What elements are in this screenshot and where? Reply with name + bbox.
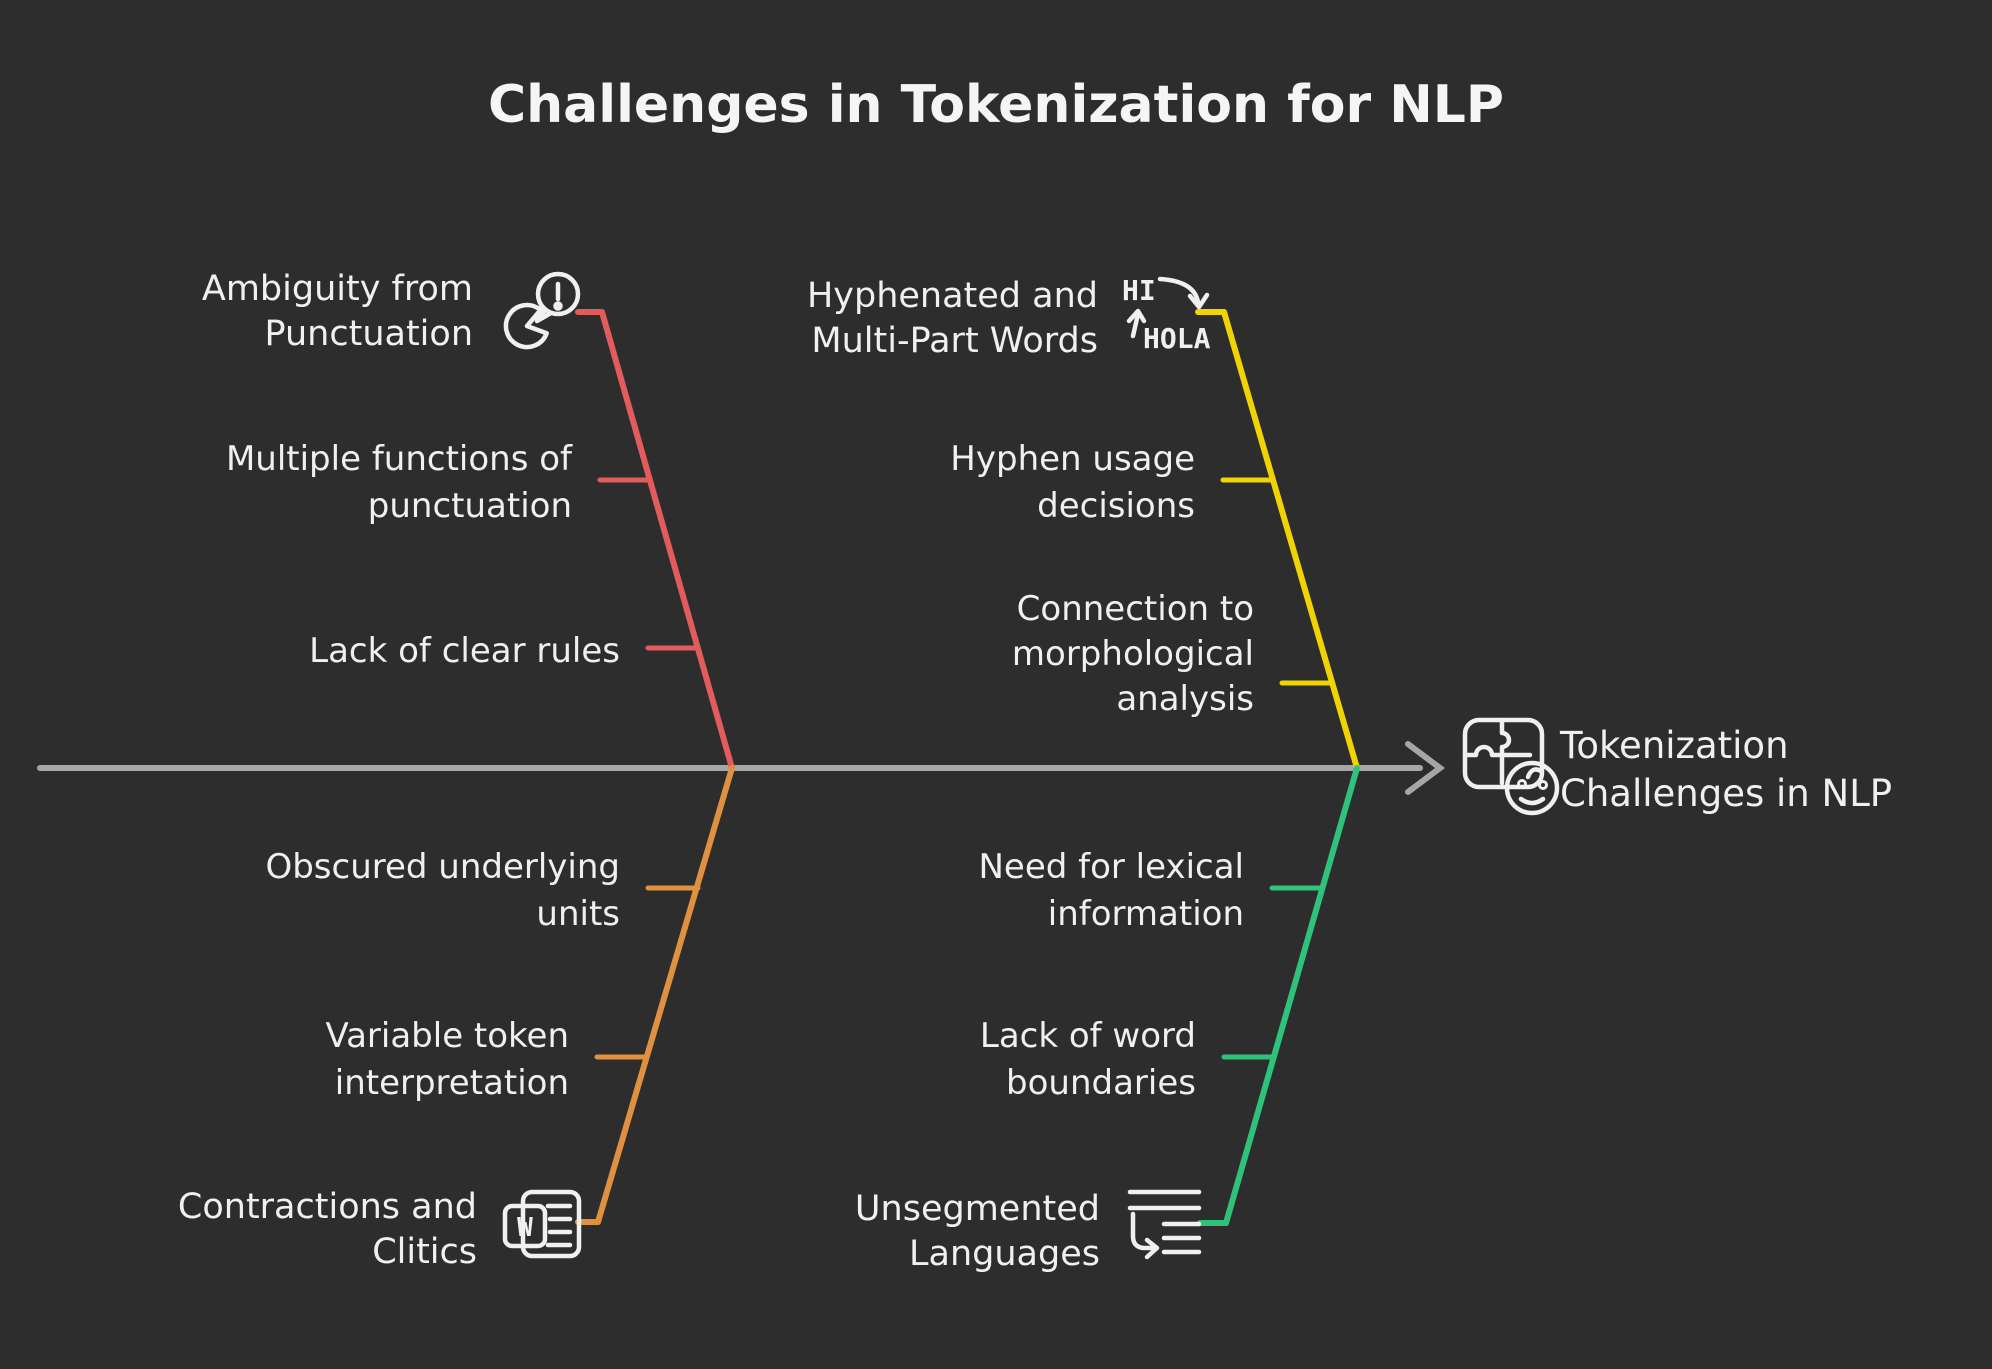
- punctuation-alert-icon: [503, 271, 581, 350]
- branch-item-label-line: Obscured underlying: [265, 847, 620, 887]
- word-document-icon: W: [502, 1189, 582, 1259]
- branch-line: [1197, 765, 1360, 1226]
- branch-unsegmented-languages: Unsegmented Languages Need for lexical i…: [855, 765, 1360, 1274]
- branch-item-label-line: Variable token: [325, 1016, 569, 1056]
- branch-item-label-line: Lack of word: [980, 1016, 1196, 1056]
- branch-item-label-line: interpretation: [335, 1063, 569, 1103]
- branch-item-label-line: Connection to: [1017, 589, 1254, 629]
- effect-label-line: Challenges in NLP: [1560, 772, 1892, 815]
- branch-item-label-line: information: [1048, 894, 1244, 934]
- branch-ambiguity-from-punctuation: Ambiguity from Punctuation Multiple func…: [202, 269, 735, 771]
- branch-head-label-line: Languages: [909, 1234, 1100, 1274]
- branch-item-label-line: Need for lexical: [978, 847, 1244, 887]
- effect-node: Tokenization Challenges in NLP: [1462, 717, 1892, 816]
- wrap-text-icon: [1127, 1189, 1202, 1260]
- hi-hola-translation-icon: HI HOLA: [1122, 274, 1211, 355]
- branch-item-label-line: Hyphen usage: [950, 439, 1195, 479]
- branch-item-label-line: units: [536, 894, 620, 934]
- effect-label-line: Tokenization: [1559, 724, 1789, 767]
- branch-head-label-line: Hyphenated and: [807, 276, 1098, 316]
- branch-head-label-line: Multi-Part Words: [811, 321, 1098, 361]
- w-icon-text: W: [517, 1213, 533, 1243]
- branch-item-label-line: decisions: [1037, 486, 1195, 526]
- branch-head-label-line: Punctuation: [265, 314, 474, 354]
- branch-contractions-and-clitics: Contractions and Clitics Obscured underl…: [178, 765, 735, 1272]
- branch-item-label-line: Lack of clear rules: [309, 631, 620, 671]
- hi-icon-text: HI: [1122, 274, 1156, 307]
- branch-line: [575, 765, 735, 1225]
- branch-item-label-line: analysis: [1116, 679, 1254, 719]
- branch-head-label-line: Clitics: [372, 1232, 477, 1272]
- branch-item-label-line: boundaries: [1006, 1063, 1196, 1103]
- branch-head-label-line: Unsegmented: [855, 1189, 1100, 1229]
- spine-arrowhead-icon: [1405, 741, 1445, 795]
- branch-item-label-line: punctuation: [368, 486, 572, 526]
- page-title: Challenges in Tokenization for NLP: [488, 75, 1504, 135]
- branch-item-label-line: morphological: [1012, 634, 1254, 674]
- branch-head-label-line: Contractions and: [178, 1187, 477, 1227]
- branch-line: [1195, 309, 1360, 771]
- puzzle-smiley-icon: [1462, 717, 1560, 816]
- branch-line: [575, 309, 735, 771]
- hola-icon-text: HOLA: [1143, 322, 1211, 355]
- branch-head-label-line: Ambiguity from: [202, 269, 473, 309]
- branch-item-label-line: Multiple functions of: [226, 439, 573, 479]
- branch-hyphenated-and-multi-part-words: Hyphenated and Multi-Part Words Hyphen u…: [807, 274, 1360, 771]
